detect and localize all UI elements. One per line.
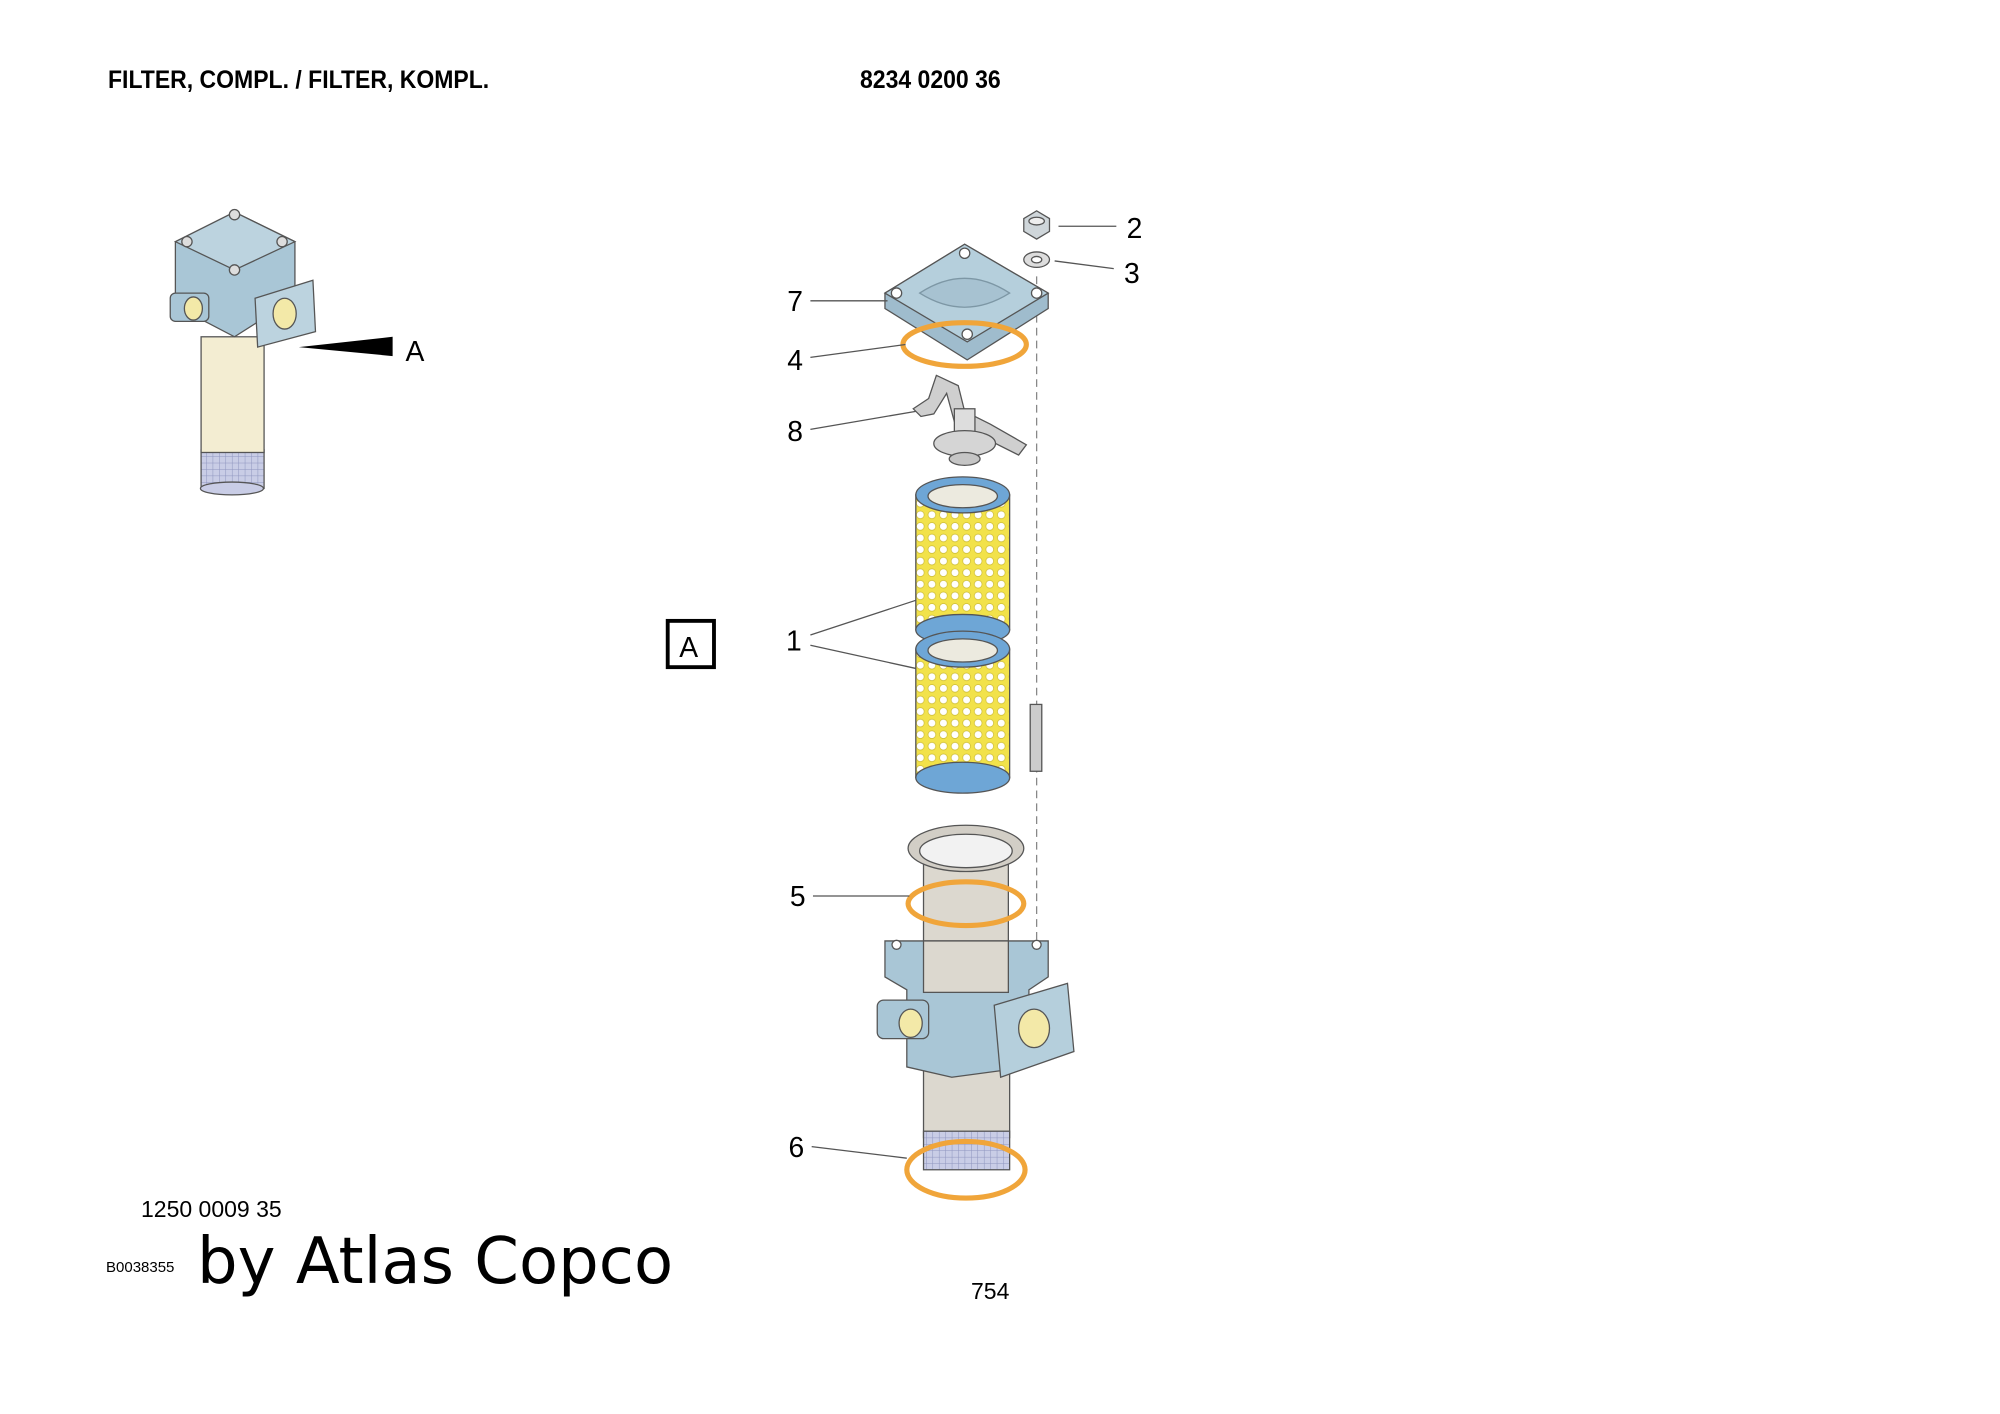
document-title: FILTER, COMPL. / FILTER, KOMPL. [108,66,490,94]
callout-7: 7 [787,285,803,317]
part-1-filter-element-lower [915,630,1011,794]
callout-8: 8 [787,415,803,447]
view-arrow-icon [298,336,393,357]
callout-6: 6 [789,1131,805,1163]
callout-3: 3 [1124,257,1140,289]
image-id: B0038355 [106,1259,175,1276]
filter-housing [876,939,1075,1171]
overview-view-label: A [405,335,424,367]
page-number: 754 [971,1278,1010,1304]
part-number: 8234 0200 36 [860,66,1001,94]
callout-4: 4 [787,344,803,376]
overview-filter-assembly: A [169,208,424,496]
part-8-valve-bracket [912,374,1028,466]
part-3-washer [1023,251,1051,269]
callout-1: 1 [786,624,802,656]
reference-number: 1250 0009 35 [141,1196,282,1222]
callout-2: 2 [1127,212,1143,244]
part-5-o-ring [905,879,1027,929]
view-a-frame [665,618,716,670]
part-6-o-ring [904,1138,1028,1201]
part-2-nut [1023,210,1051,240]
stud-bolt [1029,703,1043,772]
brand-text: by Atlas Copco [197,1225,674,1299]
part-1-filter-element-upper [915,476,1011,646]
callout-5: 5 [790,880,806,912]
detail-view-label: A [679,631,698,663]
